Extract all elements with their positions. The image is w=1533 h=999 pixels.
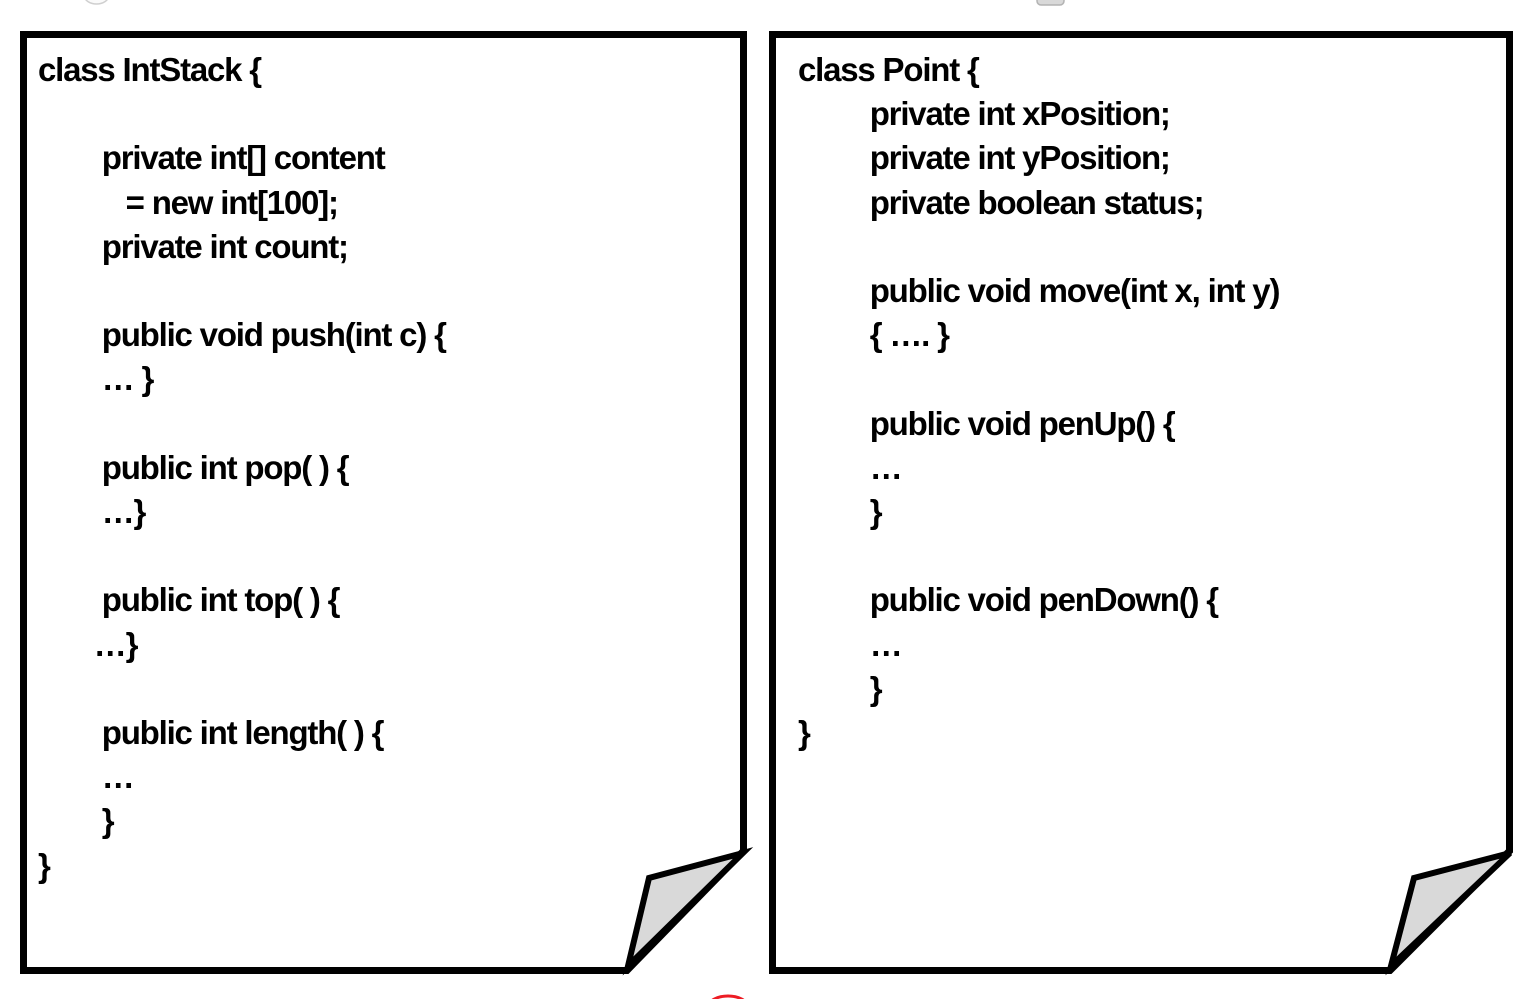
bottom-red-circle-arc bbox=[711, 994, 745, 999]
point-document bbox=[769, 31, 1513, 976]
top-left-clipped-shape bbox=[85, 0, 108, 5]
point-code-block: class Point { private int xPosition; pri… bbox=[798, 51, 1280, 752]
top-gray-tab-clipped-shape bbox=[1036, 0, 1065, 6]
intstack-folded-corner-icon bbox=[622, 847, 754, 976]
intstack-code-block: class IntStack { private int[] content =… bbox=[38, 51, 447, 884]
point-folded-corner-icon bbox=[1385, 850, 1513, 976]
intstack-document bbox=[20, 31, 754, 976]
